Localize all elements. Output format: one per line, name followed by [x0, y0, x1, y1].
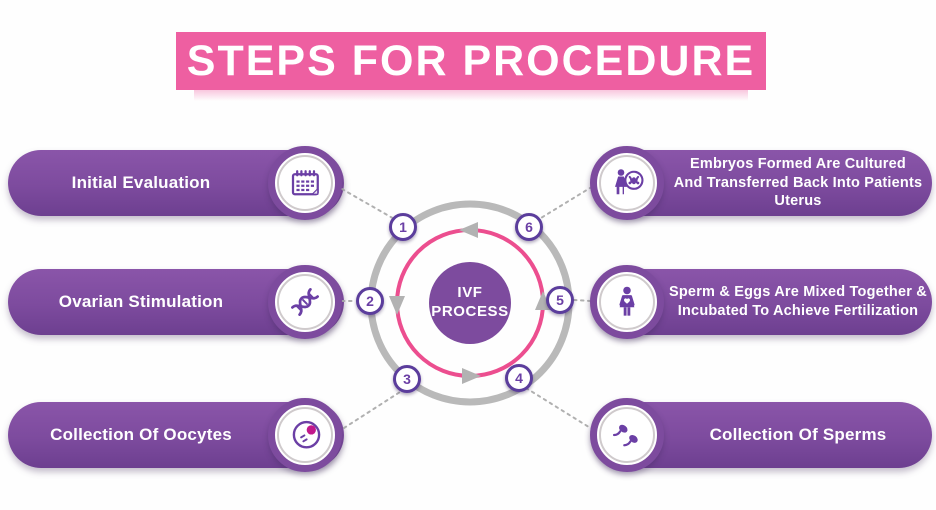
sperms-icon — [612, 424, 638, 447]
connector-step-5 — [573, 299, 592, 302]
flow-arrow-top — [459, 222, 478, 238]
step-2-label: Ovarian Stimulation — [58, 291, 224, 311]
step-4-icon-circle — [590, 398, 664, 472]
title-banner: STEPS FOR PROCEDURE — [176, 32, 766, 101]
connector-step-6 — [535, 187, 591, 222]
step-6-label: Embryos Formed Are Cultured And Transfer… — [673, 155, 923, 210]
flow-arrow-bottom — [462, 368, 481, 384]
step-6-icon-circle — [590, 146, 664, 220]
step-4-number-badge: 4 — [505, 364, 533, 392]
dna-icon — [291, 288, 319, 316]
step-2-number-badge: 2 — [356, 287, 384, 315]
step-1-number-badge: 1 — [389, 213, 417, 241]
calendar-icon — [291, 170, 319, 196]
embryo-transfer-icon — [615, 169, 644, 195]
step-1-label: Initial Evaluation — [71, 172, 211, 192]
woman-icon — [619, 286, 635, 316]
step-5-number-badge: 5 — [546, 286, 574, 314]
center-label-line2: PROCESS — [431, 303, 509, 320]
oocyte-icon — [292, 420, 321, 449]
step-2-icon-circle — [268, 265, 342, 339]
connector-step-3 — [343, 391, 401, 429]
flow-arrow-left — [389, 296, 405, 315]
center-circle: IVF PROCESS — [429, 262, 511, 344]
center-label-line1: IVF — [457, 284, 483, 302]
page-title: STEPS FOR PROCEDURE — [186, 36, 756, 85]
connector-step-1 — [341, 188, 397, 221]
step-5-icon-circle — [590, 265, 664, 339]
step-4-label: Collection Of Sperms — [709, 424, 887, 444]
step-3-icon-circle — [268, 398, 342, 472]
step-6-number-badge: 6 — [515, 213, 543, 241]
step-5-label: Sperm & Eggs Are Mixed Together & Incuba… — [669, 284, 927, 319]
step-3-number-badge: 3 — [393, 365, 421, 393]
step-3-label: Collection Of Oocytes — [50, 424, 232, 444]
connector-step-4 — [525, 387, 593, 430]
step-1-icon-circle — [268, 146, 342, 220]
